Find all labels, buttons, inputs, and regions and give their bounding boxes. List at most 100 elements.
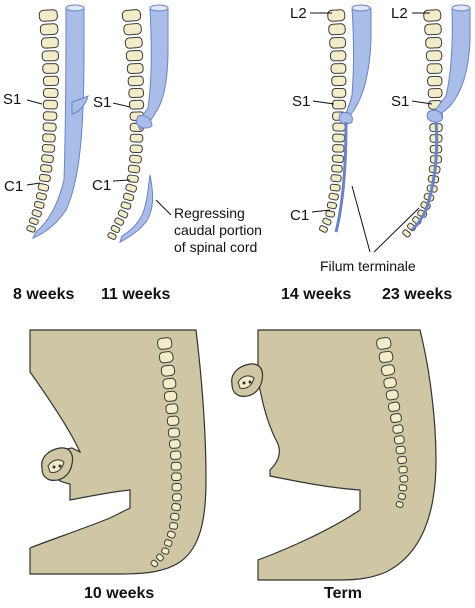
vertebra [427,75,443,87]
vertebra [38,173,51,183]
vertebra [42,75,60,87]
vertebra [332,144,345,153]
vertebral-column [26,9,60,233]
vertebra [129,144,143,154]
vertebra [326,201,337,210]
vertebra [126,62,144,75]
vertebral-column [107,9,145,240]
filum-terminale [334,121,348,233]
leader-s1 [411,100,433,105]
vertebra [331,88,347,98]
vertebra [387,401,401,412]
annotation-regressing-line-3: of spinal cord [174,239,257,255]
vertebra [114,217,125,226]
vertebra [37,183,50,192]
spinal-cord [138,7,169,131]
vertebra [380,364,396,376]
vertebra [158,351,174,364]
vertebra [163,390,178,402]
label-s1: S1 [3,91,21,108]
cord-top [451,4,471,12]
vertebra [398,484,408,492]
label-s1: S1 [93,94,111,111]
panel-8-weeks: S1 C1 8 weeks [3,4,89,303]
vertebra [124,36,143,49]
leader-s1 [112,102,131,108]
caption-14-weeks: 14 weeks [281,286,351,303]
vertebra [150,559,159,568]
label-s1: S1 [292,93,310,110]
label-l2: L2 [290,5,307,22]
spinal-ganglion [71,95,89,115]
vertebra [42,99,58,110]
vertebra [376,336,392,350]
vertebra [426,63,443,74]
vertebra [399,475,409,483]
vertebra [28,217,39,226]
vertebra [41,154,54,164]
leader-c1 [112,179,131,182]
vertebra [424,23,442,36]
vertebra [393,435,405,445]
vertebra [126,174,139,183]
vertebra [42,63,59,74]
vertebra [392,424,404,434]
vertebra [166,530,176,539]
vertebra [41,144,56,153]
vertebra [122,192,135,202]
caption-term: Term [324,585,362,602]
vertebra [128,87,145,99]
panel-23-weeks: L2 S1 23 weeks [382,4,471,303]
vertebra [383,377,397,389]
umbilical-stump [231,363,264,397]
vertebral-column [376,336,409,508]
panel-term-body: Term [231,329,437,602]
spinal-ganglion [338,111,353,125]
vertebra [169,450,182,460]
vertebra [110,224,121,234]
label-l2: L2 [391,5,408,22]
vertebra [331,99,347,110]
leader-c1 [26,182,41,186]
vertebra [332,133,346,143]
vertebra [160,364,176,377]
vertebra [35,192,47,201]
vertebra [385,389,399,401]
vertebra [329,50,347,62]
vertebra [398,465,408,474]
vertebra [41,50,59,62]
vertebra [425,50,443,62]
vertebra [127,75,144,87]
vertebra [26,225,36,233]
vertebra [329,36,347,49]
vertebra [161,547,170,555]
vertebra [125,183,137,193]
vertebra [127,164,141,174]
vertebra [328,23,346,36]
vertebra [402,229,411,238]
caption-10-weeks: 10 weeks [84,585,154,602]
vertebra [157,337,173,350]
spinal-cord [343,7,372,122]
cord-top [65,4,85,12]
vertebra [331,75,347,87]
vertebra [171,502,181,512]
vertebra [395,445,406,455]
vertebra [171,493,182,502]
vertebra [327,9,346,22]
vertebra [170,461,182,471]
vertebra [423,9,442,22]
vertebra [425,36,443,49]
vertebra [155,553,164,562]
vertebra [330,174,342,183]
label-c1: C1 [92,177,111,194]
vertebra [42,122,57,132]
vertebra [107,232,117,240]
regressing-caudal-cord [119,174,154,243]
vertebra [166,415,180,426]
vertebra [325,210,336,218]
spinal-ganglion [135,115,153,129]
vertebra [168,439,181,449]
caption-11-weeks: 11 weeks [101,286,171,303]
